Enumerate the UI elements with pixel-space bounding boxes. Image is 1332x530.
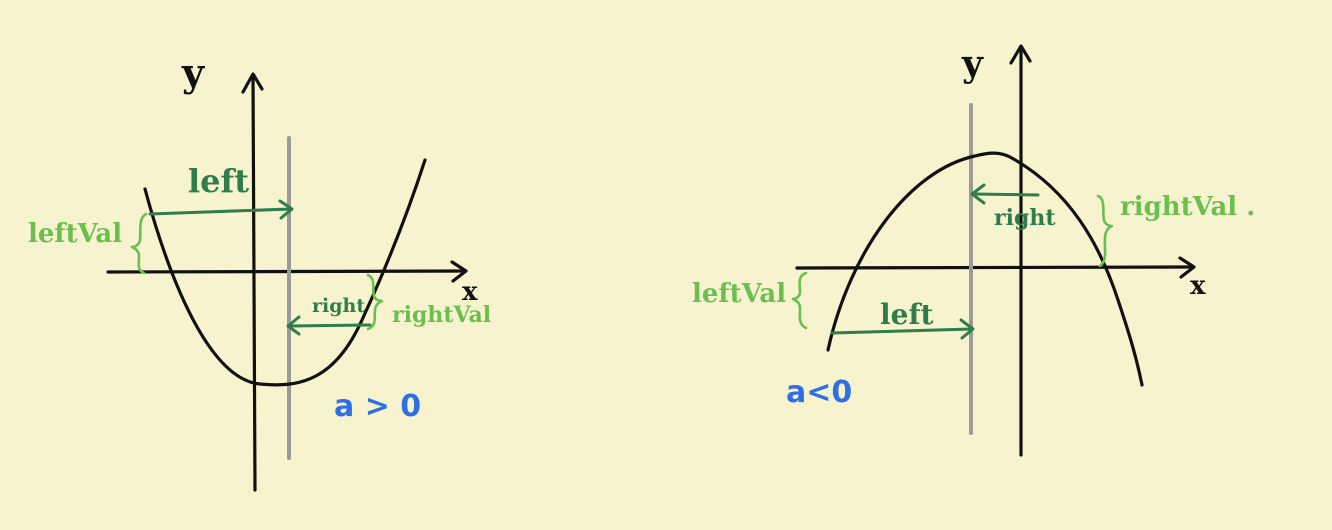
- right-val-label: rightVal: [392, 302, 491, 328]
- left-val-label: leftVal: [692, 279, 786, 309]
- y-axis-arrowhead: [241, 72, 264, 94]
- left-val-brace: [791, 271, 808, 330]
- y-axis-label: y: [961, 43, 984, 85]
- right-arrowhead: [286, 315, 301, 336]
- x-axis-arrowhead: [1178, 256, 1196, 279]
- right-arrowhead: [970, 183, 986, 205]
- right-val-brace: [1096, 194, 1114, 268]
- left-val-label: leftVal: [28, 219, 122, 249]
- left-label: left: [880, 298, 933, 331]
- left-arrowhead: [278, 199, 294, 220]
- left-label: left: [188, 162, 249, 200]
- right-label: right: [994, 205, 1056, 231]
- x-axis-label: x: [462, 277, 478, 307]
- parabola-curve: [143, 158, 427, 387]
- right-arrow: [287, 323, 372, 328]
- condition-label: a > 0: [334, 389, 421, 424]
- y-axis-arrowhead: [1009, 44, 1032, 65]
- right-val-brace: [366, 273, 384, 331]
- x-axis: [795, 265, 1195, 270]
- y-axis-label: y: [181, 50, 205, 95]
- right-label: right: [312, 295, 365, 317]
- right-val-label: rightVal .: [1120, 192, 1255, 222]
- y-axis: [251, 74, 257, 492]
- parabola-curve: [826, 151, 1144, 387]
- right-panel: right rightVal . left leftVal y x a<0: [692, 43, 1255, 457]
- left-panel: left leftVal right rightVal y x a > 0: [28, 50, 491, 492]
- left-arrow: [148, 207, 293, 216]
- right-arrow: [971, 192, 1040, 197]
- x-axis: [106, 269, 467, 274]
- left-val-brace: [130, 212, 148, 275]
- x-axis-label: x: [1190, 271, 1206, 301]
- left-arrow: [830, 327, 974, 335]
- condition-label: a<0: [786, 375, 852, 410]
- left-arrowhead: [959, 318, 975, 340]
- x-axis-arrowhead: [450, 260, 468, 283]
